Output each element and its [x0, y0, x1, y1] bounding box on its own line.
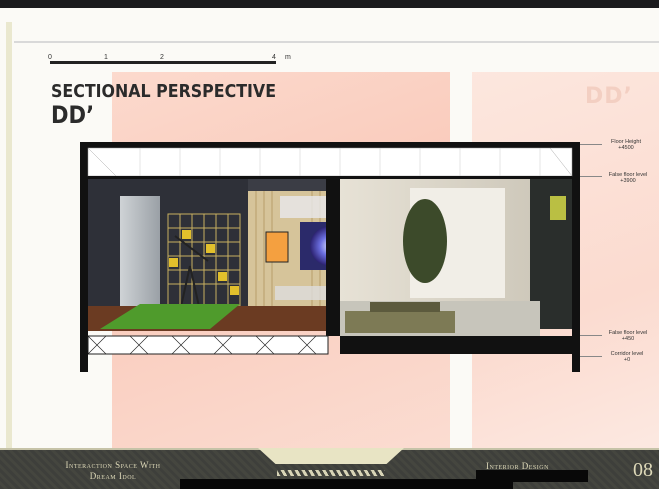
level-value: +450 [621, 336, 635, 342]
level-line [580, 176, 602, 177]
level-line [580, 356, 602, 357]
footer-chevron [258, 448, 404, 464]
sectional-perspective-drawing [80, 142, 580, 372]
scale-unit: m [285, 54, 291, 61]
sheet-title: SECTIONAL PERSPECTIVE [51, 81, 277, 102]
level-label-corridor: Corridor level +0 [598, 351, 656, 363]
level-value: +0 [623, 357, 631, 363]
level-line [580, 335, 602, 336]
level-name: False floor level [608, 172, 648, 178]
redaction-block [180, 479, 513, 489]
level-value: +4500 [618, 145, 634, 151]
scale-mark-0: 0 [48, 54, 52, 61]
left-accent-bar [6, 22, 12, 452]
footer-hatch [277, 470, 385, 476]
project-name: Interaction Space With Dream Idol [38, 460, 188, 482]
scale-mark-2: 2 [160, 54, 164, 61]
scale-mark-4: 4 [272, 54, 276, 61]
level-line [580, 144, 602, 145]
ghost-section-label: DD’ [585, 84, 633, 109]
section-id: DD’ [51, 101, 95, 129]
project-name-line2: Dream Idol [89, 471, 137, 481]
page-number: 08 [633, 459, 653, 481]
course-name: Interior Design [486, 461, 549, 471]
scale-bar [50, 61, 276, 64]
top-divider [14, 41, 659, 43]
level-value: +3900 [620, 178, 636, 184]
scale-mark-1: 1 [104, 54, 108, 61]
level-name: Corridor level [610, 351, 644, 357]
project-name-line1: Interaction Space With [65, 460, 161, 470]
level-label-false-floor-top: False floor level +3900 [598, 172, 658, 184]
level-label-floor-height: Floor Height +4500 [600, 139, 652, 151]
level-name: Floor Height [611, 139, 641, 145]
level-label-false-floor-bottom: False floor level +450 [598, 330, 658, 342]
level-name: False floor level [608, 330, 648, 336]
